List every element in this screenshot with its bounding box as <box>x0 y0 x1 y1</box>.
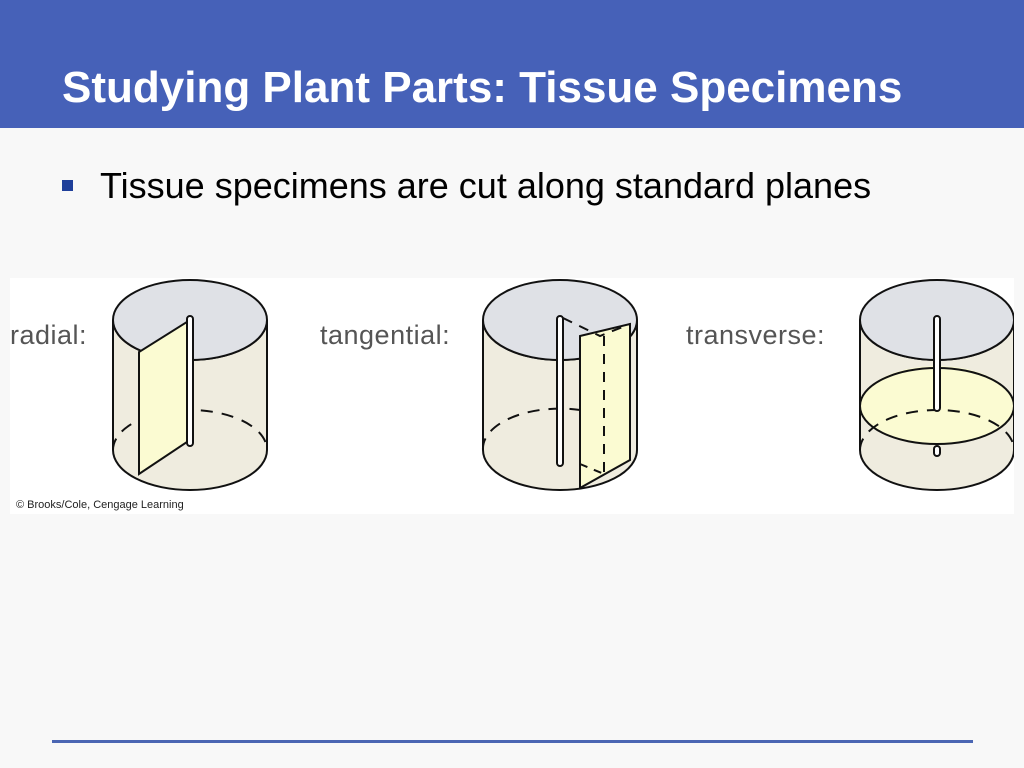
radial-label: radial: <box>10 320 88 350</box>
tangential-cut-plane <box>562 317 631 490</box>
footer-divider <box>52 740 973 743</box>
bullet-item: Tissue specimens are cut along standard … <box>62 162 871 210</box>
bullet-text: Tissue specimens are cut along standard … <box>100 165 872 206</box>
radial-cut-plane <box>138 315 194 476</box>
transverse-cylinder <box>859 279 1014 491</box>
image-credit: © Brooks/Cole, Cengage Learning <box>16 499 184 511</box>
tangential-label: tangential: <box>320 320 451 350</box>
slide-title: Studying Plant Parts: Tissue Specimens <box>62 63 903 112</box>
cylinders-diagram <box>112 279 1014 491</box>
title-bar: Studying Plant Parts: Tissue Specimens <box>0 0 1024 128</box>
square-bullet-icon <box>62 179 73 191</box>
section-planes-figure: radial: tangential: transverse: © Brooks… <box>10 278 1014 514</box>
transverse-label: transverse: <box>686 320 826 350</box>
